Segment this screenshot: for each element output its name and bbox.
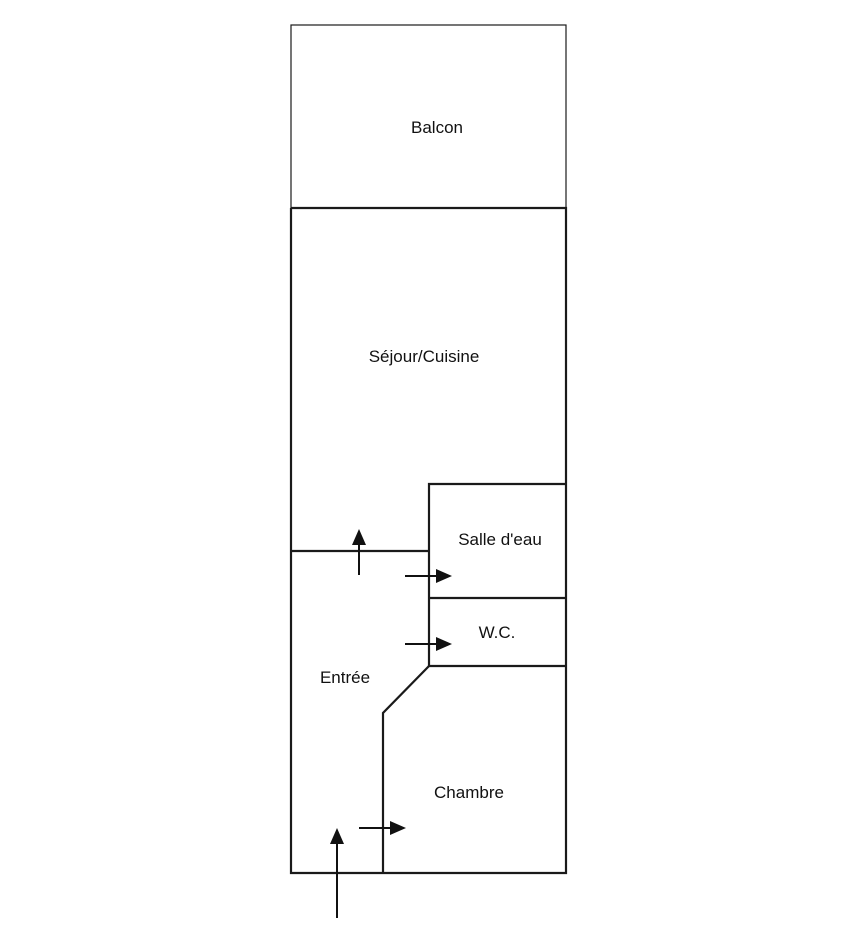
outer-wall	[289, 206, 568, 875]
entree-label: Entrée	[320, 668, 370, 687]
salle-deau-door-arrow	[405, 569, 452, 583]
wc-door-arrow	[405, 637, 452, 651]
balcon-outline	[290, 24, 567, 209]
salle-deau-label: Salle d'eau	[458, 530, 542, 549]
sejour-label: Séjour/Cuisine	[369, 347, 480, 366]
chambre-door-arrow	[359, 821, 406, 835]
chambre-wall	[381, 665, 430, 873]
chambre-label: Chambre	[434, 783, 504, 802]
wc-label: W.C.	[479, 623, 516, 642]
entrance-arrow	[330, 828, 344, 918]
balcon-label: Balcon	[411, 118, 463, 137]
sejour-door-arrow	[352, 529, 366, 575]
